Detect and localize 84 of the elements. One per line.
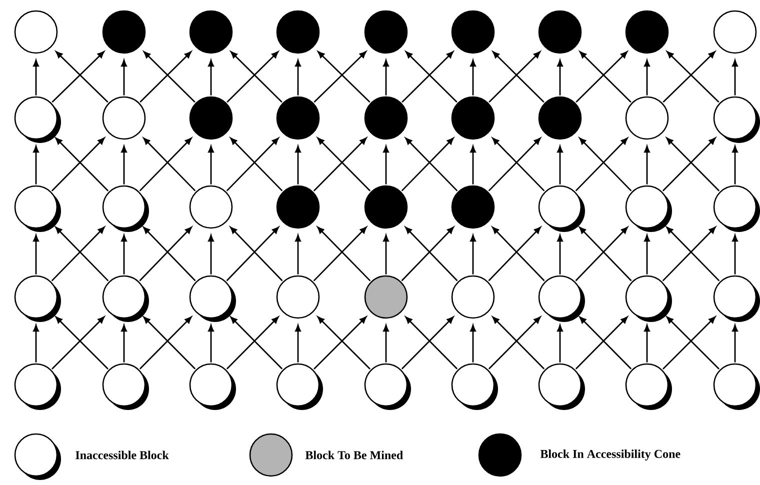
block-circle [276, 96, 320, 140]
block-circle [538, 185, 585, 232]
arrow [121, 234, 127, 274]
block-circle [538, 363, 585, 410]
arrow [557, 324, 563, 362]
arrow [644, 324, 650, 362]
block-circle [276, 363, 323, 410]
block-circle [713, 10, 757, 54]
arrow [383, 324, 389, 362]
arrow [208, 146, 214, 184]
arrow [33, 324, 39, 362]
block-circle [276, 185, 320, 229]
block-circle [451, 96, 495, 140]
arrow [121, 324, 127, 362]
block-circle [451, 185, 495, 229]
block-circle [189, 96, 233, 140]
block-circle [538, 96, 582, 140]
block-circle [625, 275, 672, 322]
block-circle [625, 10, 669, 54]
arrow [383, 60, 389, 96]
block-circle [102, 96, 146, 140]
block-circle [189, 185, 233, 229]
legend-label: Inaccessible Block [76, 450, 169, 460]
block-circle [276, 275, 320, 319]
block-circle [364, 96, 408, 140]
block-circle [451, 275, 495, 319]
block-circle [276, 10, 320, 54]
block-circle [625, 96, 669, 140]
block-circle [538, 10, 582, 54]
block-circle [102, 363, 149, 410]
arrow [121, 146, 127, 184]
block-circle [364, 363, 411, 410]
block-circle [102, 185, 149, 232]
arrow [383, 146, 389, 184]
legend-label: Block In Accessibility Cone [540, 450, 680, 460]
arrow [470, 146, 476, 184]
block-circle [102, 275, 149, 322]
block-circle [14, 275, 61, 322]
arrow [470, 60, 476, 96]
block-circle [102, 10, 146, 54]
arrow [208, 60, 214, 96]
block-circle [14, 185, 61, 232]
legend-label: Block To Be Mined [305, 450, 403, 460]
arrow [732, 324, 738, 362]
arrow [644, 146, 650, 184]
arrow [33, 234, 39, 274]
arrow [470, 234, 476, 274]
block-circle [14, 363, 61, 410]
arrow [33, 146, 39, 184]
block-circle [538, 275, 585, 322]
block-circle [189, 363, 236, 410]
arrow [33, 60, 39, 96]
arrow [208, 324, 214, 362]
arrow [732, 234, 738, 274]
block-circle [189, 10, 233, 54]
block-circle [364, 275, 408, 319]
arrow [295, 146, 301, 184]
block-circle [451, 10, 495, 54]
arrow [557, 60, 563, 96]
block-circle [364, 185, 408, 229]
arrow [295, 234, 301, 274]
arrow [644, 60, 650, 96]
block-circle [14, 96, 61, 143]
arrow [557, 146, 563, 184]
arrow [383, 234, 389, 274]
arrow [644, 234, 650, 274]
block-circle [713, 185, 760, 232]
arrow [557, 234, 563, 274]
arrow [470, 324, 476, 362]
block-circle [364, 10, 408, 54]
arrow [208, 234, 214, 274]
arrow [295, 324, 301, 362]
arrow [295, 60, 301, 96]
block-circle [713, 96, 760, 143]
arrow [732, 60, 738, 96]
arrow [121, 60, 127, 96]
block-circle [625, 185, 672, 232]
block-circle [713, 275, 760, 322]
arrow [732, 146, 738, 184]
block-circle [451, 363, 498, 410]
block-circle [189, 275, 236, 322]
block-circle [625, 363, 672, 410]
block-circle [14, 10, 58, 54]
block-circle [713, 363, 760, 410]
